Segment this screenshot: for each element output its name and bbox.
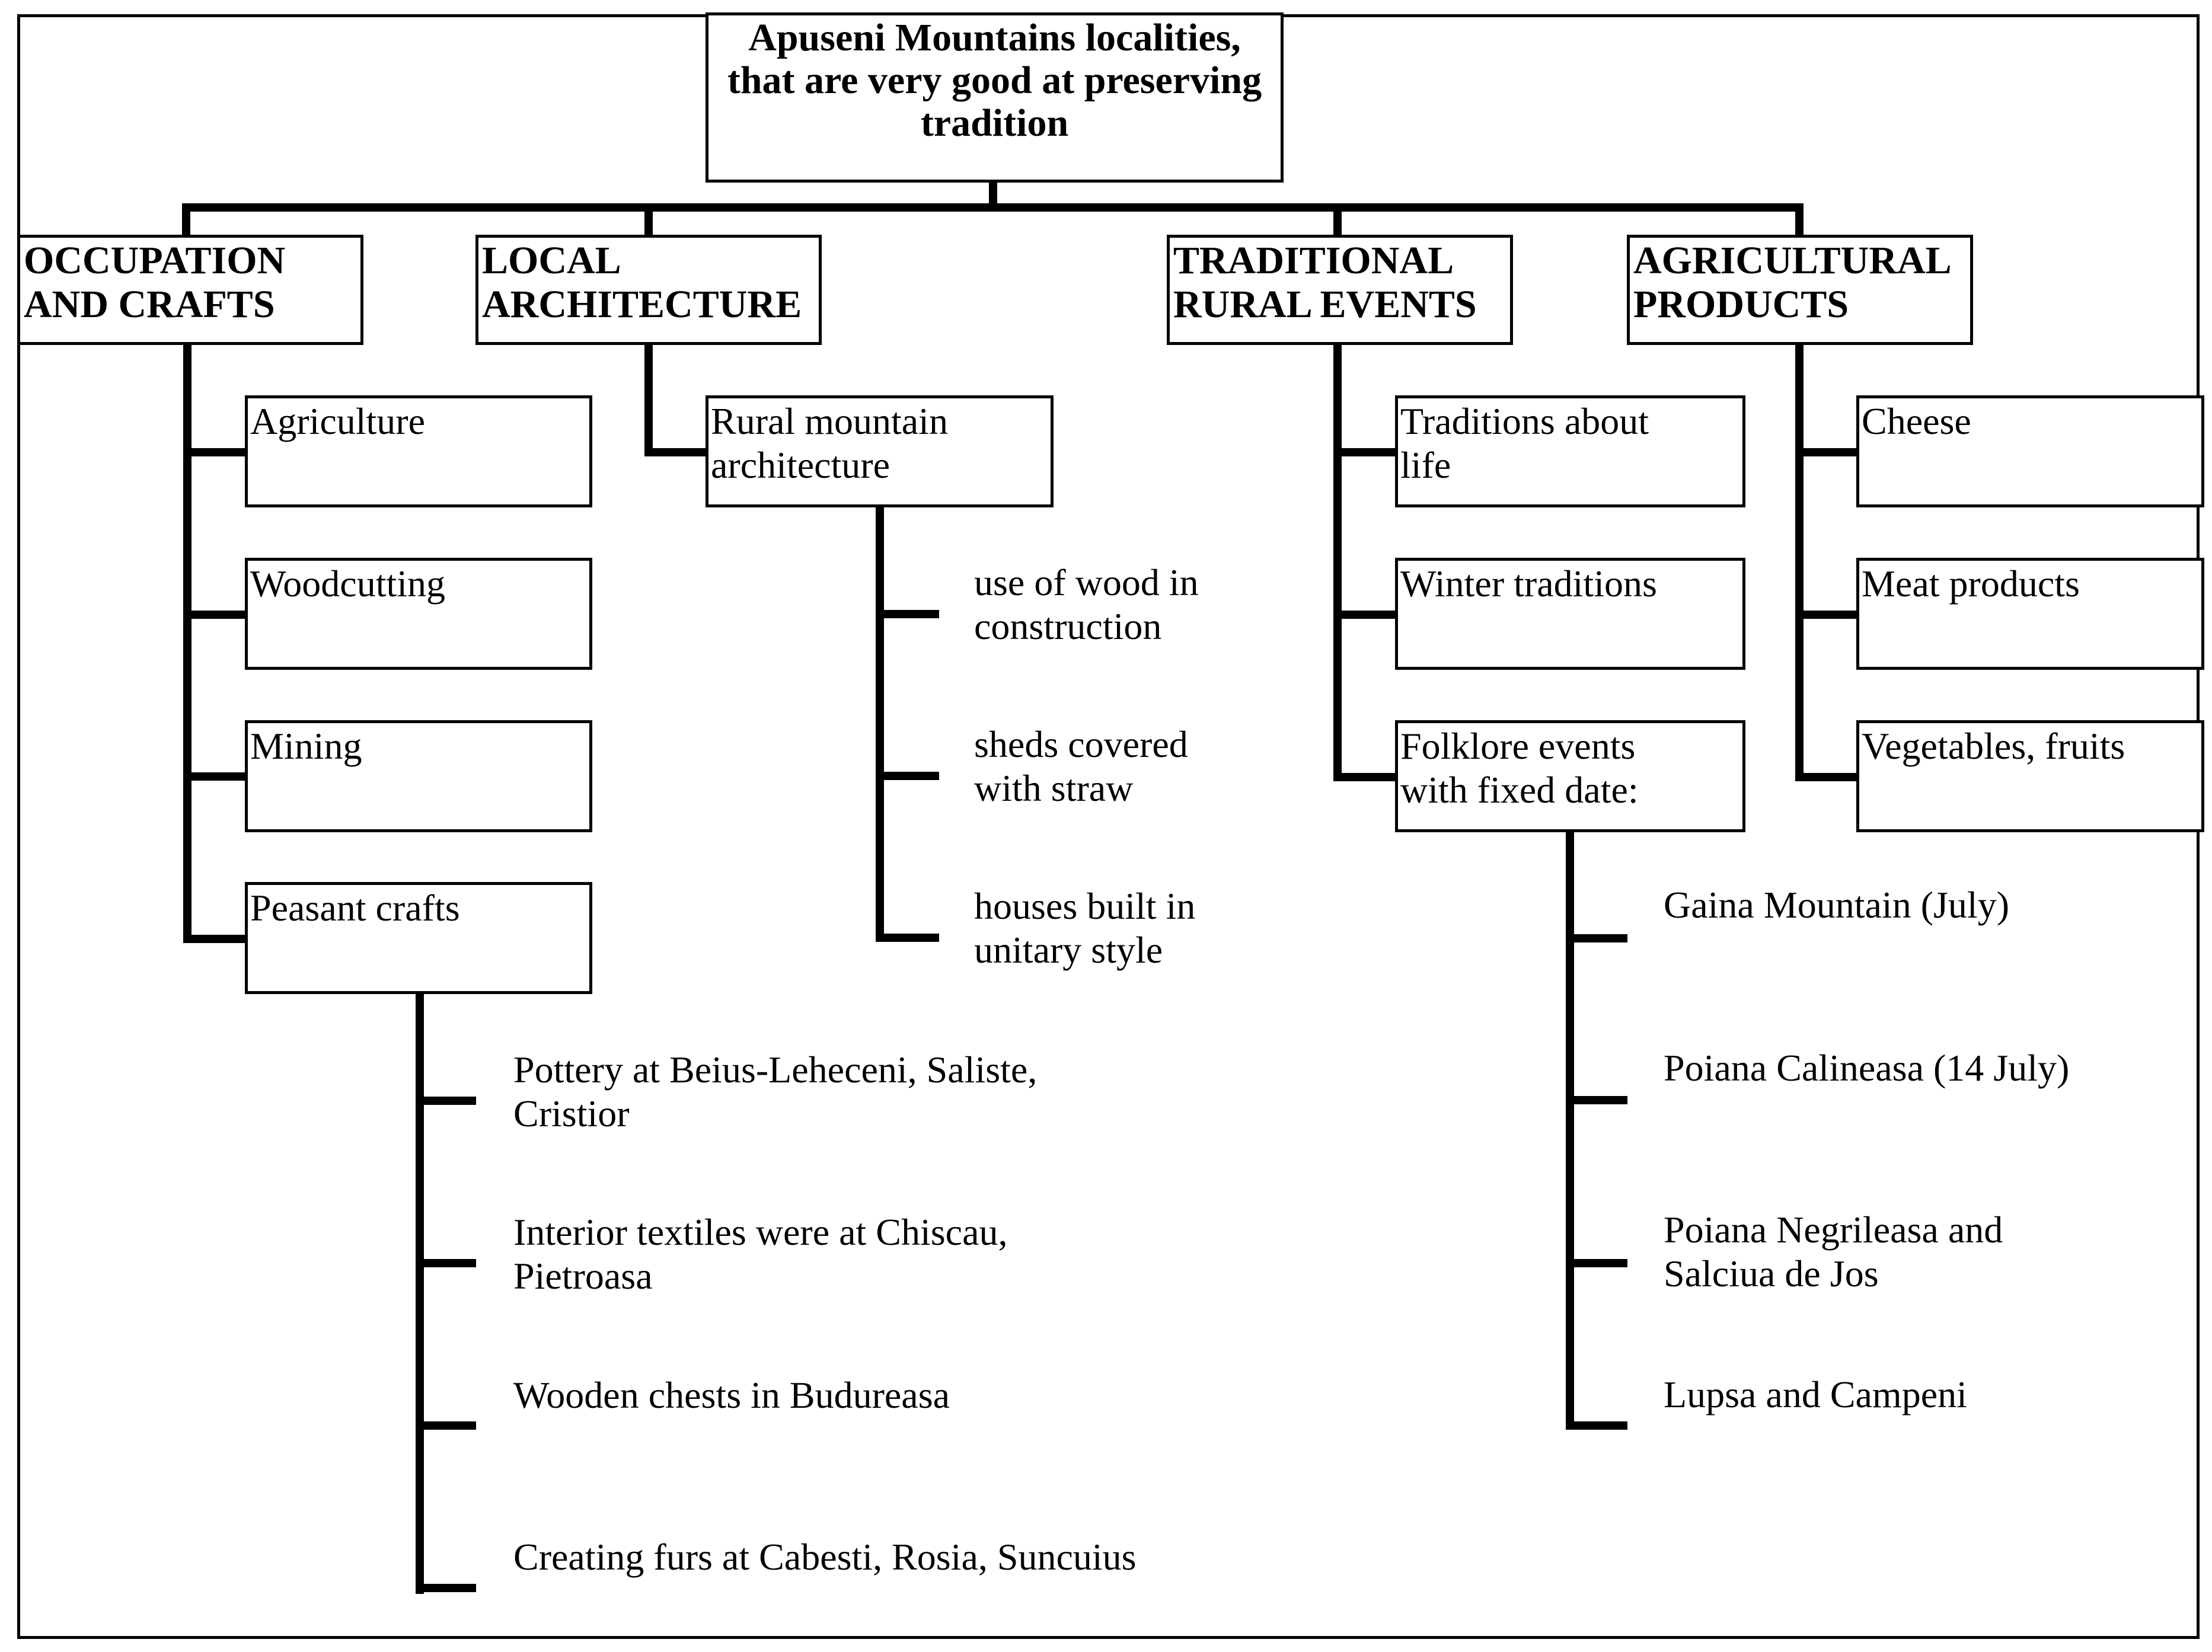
connector-line [416, 1259, 476, 1267]
connector-line [1566, 830, 1574, 1430]
item-cheese: Cheese [1862, 400, 1971, 442]
connector-line [416, 992, 424, 1594]
connector-line [1566, 1421, 1627, 1430]
detail-wooden-chests: Wooden chests in Budureasa [513, 1374, 950, 1416]
connector-line [876, 772, 939, 780]
connector-line [1333, 448, 1397, 456]
root-node: Apuseni Mountains localities, that are v… [706, 12, 1284, 183]
item-box: Rural mountain architecture [706, 395, 1054, 507]
connector-line [183, 772, 248, 781]
detail-pottery: Pottery at Beius-Leheceni, Saliste, Cris… [513, 1049, 1038, 1135]
detail-poiana-negrileasa: Poiana Negrileasa and Salciua de Jos [1664, 1209, 2003, 1295]
item-box: Meat products [1856, 558, 2204, 670]
connector-line [183, 935, 248, 943]
connector-line [1795, 203, 1804, 236]
connector-line [416, 1421, 476, 1430]
item-rural-mountain-architecture: Rural mountain architecture [711, 400, 948, 486]
category-architecture-label: LOCAL ARCHITECTURE [482, 239, 802, 326]
connector-line [876, 505, 884, 942]
connector-line [1795, 343, 1804, 781]
detail-poiana-calineasa: Poiana Calineasa (14 July) [1664, 1047, 2070, 1089]
item-woodcutting: Woodcutting [250, 563, 446, 605]
item-box: Traditions about life [1395, 395, 1745, 507]
detail-creating-furs: Creating furs at Cabesti, Rosia, Suncuiu… [513, 1536, 1137, 1578]
item-mining: Mining [250, 725, 362, 767]
item-box: Mining [245, 720, 592, 832]
item-box: Folklore events with fixed date: [1395, 720, 1745, 832]
item-box: Winter traditions [1395, 558, 1745, 670]
category-products-label: AGRICULTURAL PRODUCTS [1633, 239, 1952, 326]
diagram-title: Apuseni Mountains localities, that are v… [727, 16, 1262, 145]
connector-line [1566, 1259, 1627, 1267]
category-products: AGRICULTURAL PRODUCTS [1627, 235, 1973, 345]
connector-line [1333, 611, 1397, 619]
item-winter-traditions: Winter traditions [1400, 563, 1657, 605]
connector-line [644, 203, 653, 236]
item-box: Woodcutting [245, 558, 592, 670]
item-vegetables-fruits: Vegetables, fruits [1862, 725, 2125, 767]
connector-line [183, 448, 248, 456]
item-agriculture: Agriculture [250, 400, 425, 442]
connector-line [876, 934, 939, 942]
item-folklore-events: Folklore events with fixed date: [1400, 725, 1639, 811]
category-events: TRADITIONAL RURAL EVENTS [1167, 235, 1513, 345]
detail-interior-textiles: Interior textiles were at Chiscau, Pietr… [513, 1211, 1008, 1297]
category-events-label: TRADITIONAL RURAL EVENTS [1173, 239, 1477, 326]
connector-line [989, 180, 997, 209]
item-box: Cheese [1856, 395, 2204, 507]
connector-line [182, 203, 1804, 212]
connector-line [182, 203, 190, 236]
item-box: Vegetables, fruits [1856, 720, 2204, 832]
connector-line [644, 343, 653, 456]
detail-lupsa-campeni: Lupsa and Campeni [1664, 1373, 1967, 1415]
item-box: Agriculture [245, 395, 592, 507]
connector-line [1566, 934, 1627, 942]
detail-gaina-mountain: Gaina Mountain (July) [1664, 884, 2009, 926]
connector-line [1566, 1096, 1627, 1104]
connector-line [644, 448, 709, 456]
connector-line [1333, 773, 1397, 781]
category-occupation-label: OCCUPATION AND CRAFTS [24, 239, 286, 326]
connector-line [183, 343, 191, 943]
connector-line [1333, 203, 1342, 236]
category-occupation: OCCUPATION AND CRAFTS [17, 235, 363, 345]
connector-line [183, 611, 248, 619]
connector-line [416, 1584, 476, 1592]
connector-line [876, 610, 939, 618]
connector-line [1333, 343, 1342, 781]
detail-houses-unitary: houses built in unitary style [974, 885, 1196, 971]
detail-sheds-straw: sheds covered with straw [974, 723, 1188, 809]
item-traditions-life: Traditions about life [1400, 400, 1649, 486]
connector-line [416, 1097, 476, 1105]
category-architecture: LOCAL ARCHITECTURE [475, 235, 822, 345]
connector-line [1795, 611, 1860, 619]
item-peasant-crafts: Peasant crafts [250, 887, 460, 929]
detail-wood-construction: use of wood in construction [974, 561, 1199, 647]
connector-line [1795, 773, 1860, 781]
item-meat-products: Meat products [1862, 563, 2080, 605]
item-box: Peasant crafts [245, 882, 592, 994]
connector-line [1795, 448, 1860, 456]
